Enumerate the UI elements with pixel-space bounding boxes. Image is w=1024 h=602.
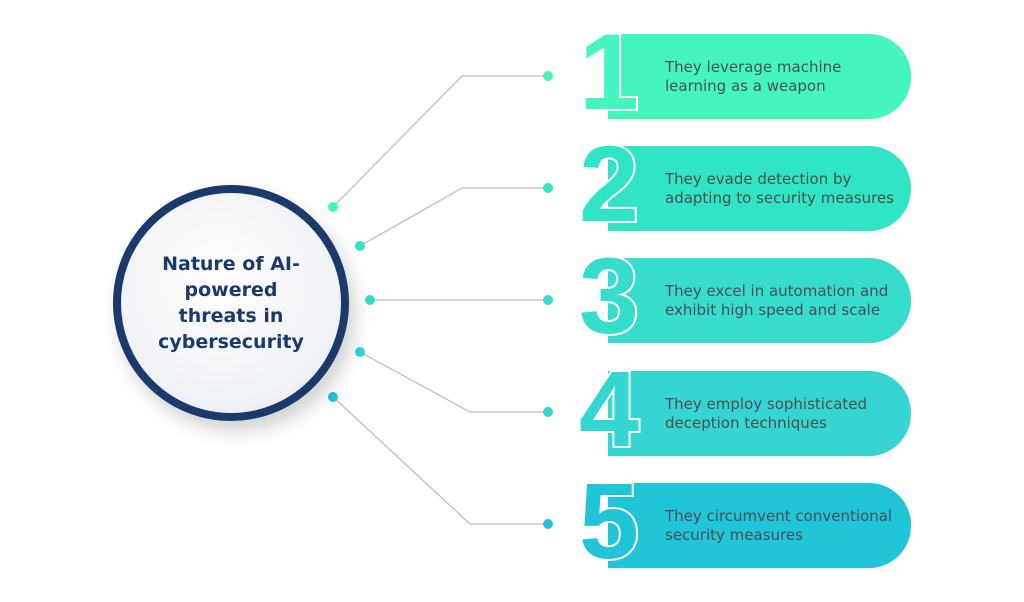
connector-dot-start-4 <box>355 347 365 357</box>
item-pill <box>608 258 911 343</box>
connector-dot-end-1 <box>543 71 553 81</box>
connector-dot-start-2 <box>355 241 365 251</box>
connector-dot-start-1 <box>328 202 338 212</box>
item-number: 2 <box>577 123 641 244</box>
connector-line-1 <box>332 75 548 208</box>
connector-dot-end-4 <box>543 407 553 417</box>
item-text: They excel in automation and exhibit hig… <box>665 281 889 319</box>
item-number: 5 <box>577 460 641 581</box>
connector-dot-start-3 <box>365 295 375 305</box>
item-number: 1 <box>577 11 641 132</box>
connector-line-4 <box>359 351 548 413</box>
item-text: They evade detection by adapting to secu… <box>665 169 894 207</box>
central-title: Nature of AI-powered threats in cybersec… <box>158 253 304 353</box>
item-pill <box>608 483 911 568</box>
central-circle: Nature of AI-powered threats in cybersec… <box>113 185 349 421</box>
item-pill <box>608 371 911 456</box>
item-text: They employ sophisticated deception tech… <box>665 394 868 432</box>
item-number: 3 <box>577 235 641 356</box>
connector-dot-end-5 <box>543 519 553 529</box>
connector-line-5 <box>332 396 548 525</box>
item-text: They circumvent conventional security me… <box>665 506 893 544</box>
connector-dot-end-2 <box>543 183 553 193</box>
item-text: They leverage machine learning as a weap… <box>665 57 842 95</box>
item-pill <box>608 146 911 231</box>
connector-dot-start-5 <box>328 392 338 402</box>
connector-line-2 <box>359 187 548 247</box>
item-number: 4 <box>577 348 641 469</box>
connector-dot-end-3 <box>543 295 553 305</box>
item-pill <box>608 34 911 119</box>
